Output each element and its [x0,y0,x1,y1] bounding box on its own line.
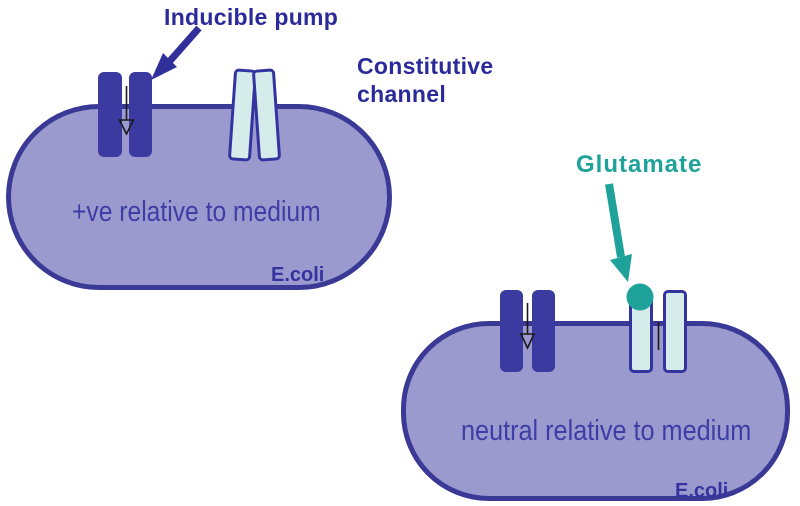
glutamate-label: Glutamate [576,151,703,178]
constitutive-channel-label: Constitutive channel [357,53,494,107]
inducible-pump-bar-right [532,290,555,372]
cell-charge-state-text: neutral relative to medium [461,415,752,447]
inducible-pump-bar-left [500,290,523,372]
constitutive-channel-bar-left [629,291,653,373]
inducible-pump-bar-right [129,72,152,157]
cell-charge-state-text: +ve relative to medium [72,196,321,228]
ecoli-cell-neutral [401,321,790,501]
inducible-pump-bar-left [98,72,122,157]
ecoli-cell-positive [6,104,392,290]
organism-label: E.coli [271,264,325,286]
glutamate-pointer-arrow-icon [605,183,632,282]
inducible-pump-label: Inducible pump [164,4,339,30]
inducible-pump-pointer-arrow-icon [151,25,202,80]
organism-label: E.coli [675,480,729,502]
constitutive-channel-bar-right [663,290,687,373]
